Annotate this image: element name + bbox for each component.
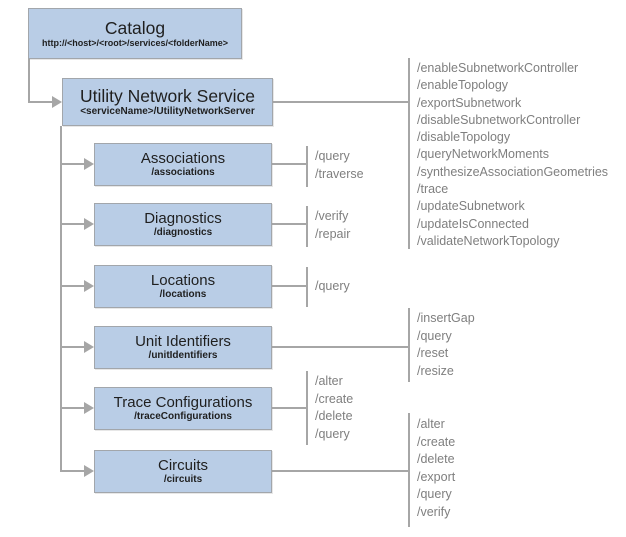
arrowhead-icon (84, 218, 94, 230)
arrowhead-icon (84, 280, 94, 292)
op-item: /alter (315, 374, 343, 388)
op-item: /resize (417, 363, 454, 378)
connector-unit-identifiers-ops (272, 346, 408, 348)
connector-branch-associations (60, 163, 85, 165)
ops-list-locations: /query (315, 278, 350, 296)
node-url: /unitIdentifiers (148, 350, 218, 362)
ops-list-utility-network-service: /enableSubnetworkController /enableTopol… (417, 60, 608, 250)
op-item: /updateIsConnected (417, 216, 529, 231)
ops-list-unit-identifiers: /insertGap /query /reset /resize (417, 310, 475, 380)
op-item: /disableSubnetworkController (417, 112, 581, 127)
op-item: /updateSubnetwork (417, 199, 525, 214)
op-item: /query (417, 328, 452, 343)
ops-list-associations: /query /traverse (315, 148, 364, 183)
op-item: /validateNetworkTopology (417, 233, 560, 248)
op-item: /trace (417, 182, 449, 197)
node-circuits: Circuits /circuits (94, 450, 272, 493)
op-item: /query (315, 149, 350, 163)
node-diagnostics: Diagnostics /diagnostics (94, 203, 272, 246)
node-locations: Locations /locations (94, 265, 272, 308)
node-url: /circuits (163, 474, 203, 486)
connector-catalog-vertical (28, 59, 30, 103)
node-trace-configurations: Trace Configurations /traceConfiguration… (94, 387, 272, 430)
ops-bracket-diagnostics (306, 206, 308, 247)
connector-catalog-horizontal (28, 101, 54, 103)
op-item: /enableTopology (417, 78, 509, 93)
ops-bracket-unit-identifiers (408, 308, 410, 382)
connector-locations-ops (272, 285, 306, 287)
ops-list-diagnostics: /verify /repair (315, 208, 350, 243)
ops-bracket-circuits (408, 413, 410, 527)
op-item: /alter (417, 417, 445, 431)
connector-branch-diagnostics (60, 223, 85, 225)
op-item: /query (315, 279, 350, 293)
op-item: /verify (315, 209, 349, 223)
connector-trace-configurations-ops (272, 407, 306, 409)
op-item: /delete (417, 452, 455, 466)
arrowhead-icon (52, 96, 62, 108)
connector-branch-locations (60, 285, 85, 287)
op-item: /queryNetworkMoments (417, 147, 549, 162)
op-item: /create (315, 391, 354, 406)
op-item: /repair (315, 226, 351, 241)
connector-diagnostics-ops (272, 223, 306, 225)
node-unit-identifiers: Unit Identifiers /unitIdentifiers (94, 326, 272, 369)
op-item: /export (417, 469, 456, 484)
op-item: /query (417, 487, 452, 501)
op-item: /exportSubnetwork (417, 95, 522, 110)
node-title: Associations (140, 149, 226, 167)
node-url: http://<host>/<root>/services/<folderNam… (41, 38, 229, 49)
op-item: /reset (417, 346, 449, 360)
connector-branch-trace-configurations (60, 407, 85, 409)
connector-circuits-ops (272, 470, 408, 472)
node-title: Utility Network Service (79, 85, 256, 106)
arrowhead-icon (84, 158, 94, 170)
op-item: /synthesizeAssociationGeometries (417, 164, 609, 179)
connector-associations-ops (272, 163, 306, 165)
ops-bracket-associations (306, 146, 308, 187)
op-item: /insertGap (417, 311, 475, 325)
node-utility-network-service: Utility Network Service <serviceName>/Ut… (62, 78, 273, 126)
arrowhead-icon (84, 465, 94, 477)
op-item: /query (315, 426, 350, 441)
node-url: /associations (151, 167, 215, 179)
node-title: Unit Identifiers (135, 332, 231, 350)
op-item: /disableTopology (417, 130, 511, 145)
connector-uns-ops (273, 101, 408, 103)
node-associations: Associations /associations (94, 143, 272, 186)
node-title: Catalog (104, 18, 166, 39)
op-item: /create (417, 434, 456, 449)
node-url: /locations (159, 289, 207, 301)
node-title: Locations (150, 271, 216, 289)
ops-list-circuits: /alter /create /delete /export /query /v… (417, 416, 455, 521)
op-item: /enableSubnetworkController (417, 61, 579, 75)
op-item: /delete (315, 409, 353, 423)
node-title: Circuits (157, 456, 208, 474)
node-catalog: Catalog http://<host>/<root>/services/<f… (28, 8, 242, 59)
ops-list-trace-configurations: /alter /create /delete /query (315, 373, 353, 443)
ops-bracket-locations (306, 267, 308, 307)
op-item: /traverse (315, 166, 364, 181)
connector-branch-unit-identifiers (60, 346, 85, 348)
arrowhead-icon (84, 341, 94, 353)
node-url: /traceConfigurations (134, 411, 232, 423)
arrowhead-icon (84, 402, 94, 414)
connector-branch-circuits (60, 470, 85, 472)
node-url: /diagnostics (153, 227, 213, 239)
ops-bracket-uns (408, 58, 410, 249)
node-url: <serviceName>/UtilityNetworkServer (80, 106, 255, 118)
ops-bracket-trace-configurations (306, 371, 308, 445)
op-item: /verify (417, 504, 451, 519)
node-title: Diagnostics (144, 209, 222, 227)
node-title: Trace Configurations (113, 393, 253, 411)
connector-trunk-vertical (60, 126, 62, 472)
